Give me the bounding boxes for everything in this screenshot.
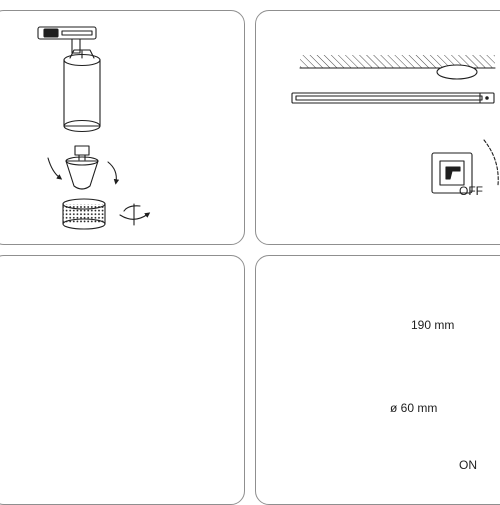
height-label: 190 mm (411, 318, 455, 332)
switch-off-label: OFF (459, 184, 483, 198)
spotlight-body (63, 49, 101, 133)
wall-switch-icon (431, 152, 473, 194)
step-panel-power-on (255, 255, 500, 505)
track-adapter (37, 26, 97, 54)
motion-arc (483, 139, 499, 186)
rotate-arrow-icon (47, 157, 63, 180)
ceiling-cutout (436, 64, 478, 80)
gu10-lamp (65, 145, 99, 190)
step-panel-install-lamp (0, 10, 245, 245)
step-panel-mount (0, 255, 245, 505)
honeycomb-ring (62, 198, 106, 230)
diameter-label: ø 60 mm (390, 401, 438, 415)
step-panel-power-off (255, 10, 500, 245)
rotate-arrow-icon (107, 161, 120, 185)
switch-on-label: ON (459, 458, 477, 472)
rotate-arrow-icon (119, 203, 151, 226)
surface-track (291, 92, 495, 104)
